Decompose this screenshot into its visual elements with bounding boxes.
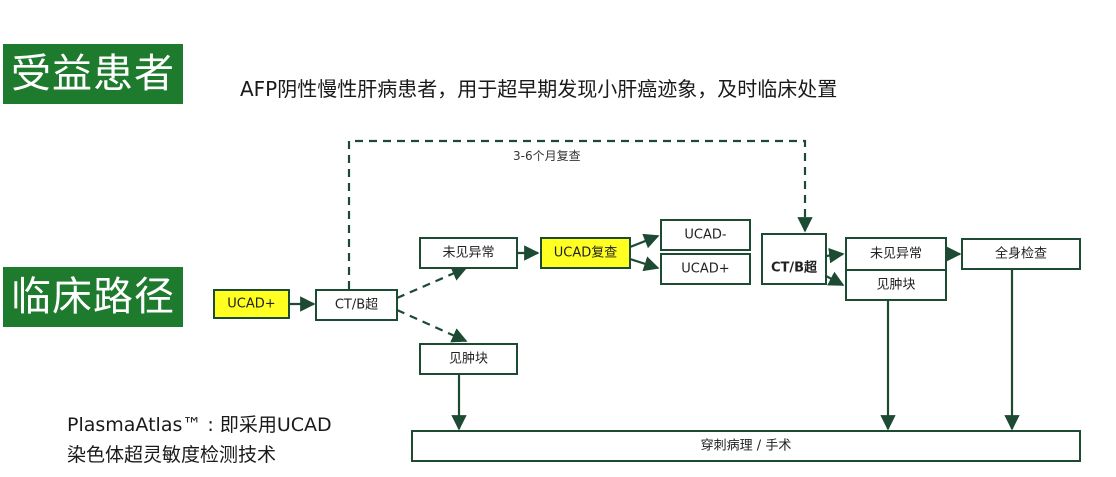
svg-text:CT/B超: CT/B超 <box>335 298 378 313</box>
flow-edges <box>289 139 1020 431</box>
beneficiaries-banner: 受益患者 <box>3 44 183 104</box>
node-ucad-positive-start: UCAD+ <box>213 289 290 319</box>
node-mass-found-1: 见肿块 <box>419 343 518 375</box>
plasma-atlas-description-line1: PlasmaAtlas™ : 即采用UCAD <box>67 414 332 436</box>
edge-ct-to-no-abnormal <box>396 266 468 300</box>
node-no-abnormality-2: 未见异常 <box>845 237 947 271</box>
svg-text:见肿块: 见肿块 <box>449 352 488 367</box>
edge-ct2-to-mass <box>825 271 845 286</box>
svg-text:UCAD+: UCAD+ <box>681 262 729 277</box>
node-ucad-recheck: UCAD复查 <box>540 237 631 269</box>
edge-recheck-loop <box>347 139 813 289</box>
node-ct-b-ultrasound-1: CT/B超 <box>315 289 398 321</box>
node-ucad-negative: UCAD- <box>660 219 751 251</box>
svg-text:UCAD+: UCAD+ <box>227 297 275 312</box>
recheck-interval-label: 3-6个月复查 <box>513 149 581 163</box>
svg-text:UCAD-: UCAD- <box>684 228 726 243</box>
node-mass-found-2: 见肿块 <box>845 269 947 301</box>
edge-recheck-to-ucad-neg <box>629 233 660 249</box>
svg-text:UCAD复查: UCAD复查 <box>554 246 618 261</box>
svg-text:CT/B超: CT/B超 <box>771 260 818 276</box>
edge-ct2-to-no-abnormal <box>825 247 845 264</box>
svg-text:穿刺病理 / 手术: 穿刺病理 / 手术 <box>701 438 792 454</box>
plasma-atlas-description-line2: 染色体超灵敏度检测技术 <box>67 444 277 466</box>
svg-text:见肿块: 见肿块 <box>876 278 915 293</box>
node-ct-b-ultrasound-2: CT/B超 <box>761 233 827 285</box>
svg-text:全身检查: 全身检查 <box>995 246 1047 262</box>
clinical-pathway-banner: 临床路径 <box>3 267 183 327</box>
node-no-abnormality-1: 未见异常 <box>419 237 518 269</box>
edge-ct-to-mass <box>396 308 468 343</box>
target-population-text: AFP阴性慢性肝病患者，用于超早期发现小肝癌迹象，及时临床处置 <box>240 77 838 101</box>
edge-recheck-to-ucad-pos <box>629 256 660 272</box>
svg-text:未见异常: 未见异常 <box>442 246 494 261</box>
node-full-body-exam: 全身检查 <box>961 238 1081 270</box>
svg-text:未见异常: 未见异常 <box>870 247 922 262</box>
node-biopsy-surgery: 穿刺病理 / 手术 <box>411 430 1081 462</box>
node-ucad-positive: UCAD+ <box>660 253 751 285</box>
